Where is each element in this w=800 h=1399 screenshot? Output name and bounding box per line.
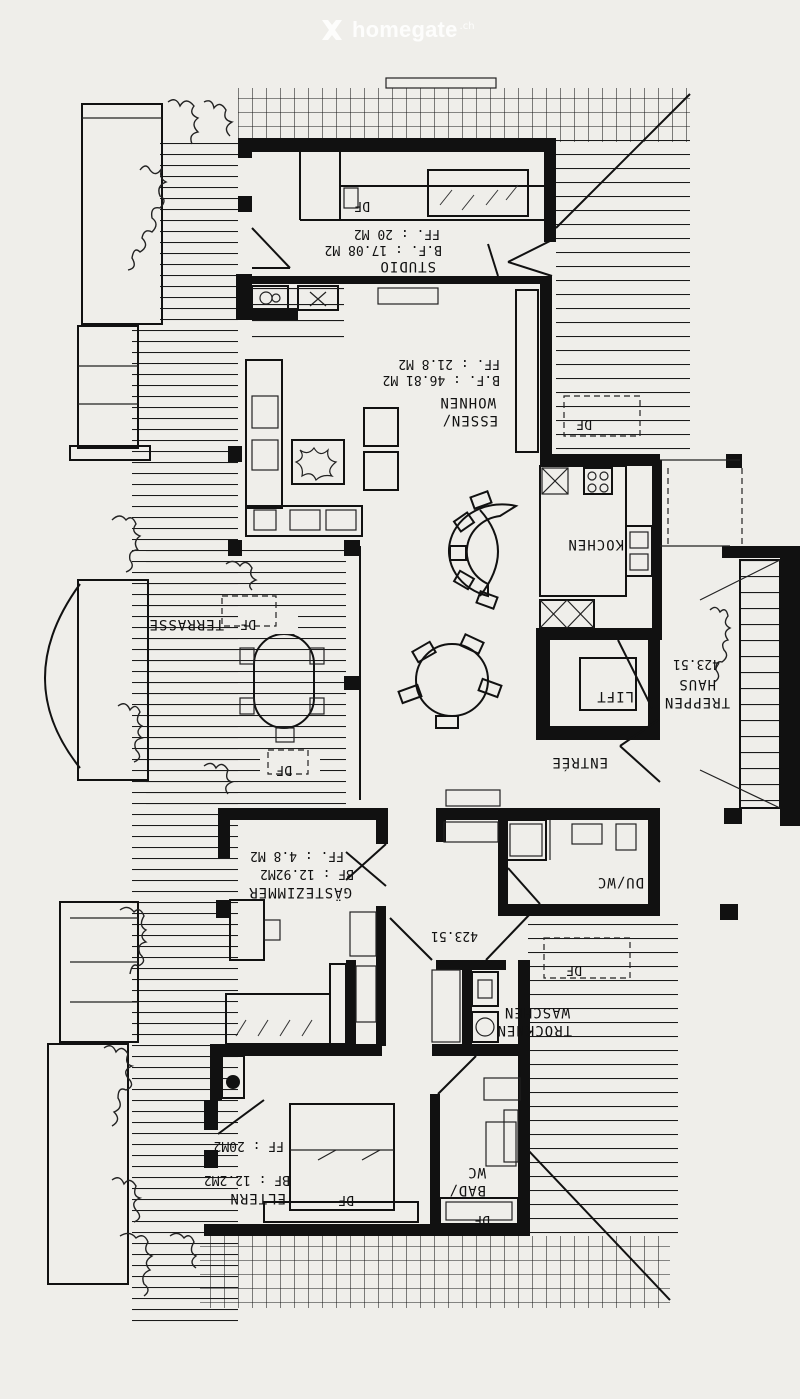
stairs-lift (579, 459, 781, 809)
label-wc: WC (467, 1164, 486, 1180)
balconies-left (44, 103, 163, 1285)
living-furniture (245, 284, 539, 537)
label-haus: HAUS (678, 676, 716, 692)
label-gaeste-bf: BF : 12.92M2 (260, 866, 354, 881)
watermark-suffix: .ch (459, 20, 475, 32)
label-essen-ff: FF. : 21.8 M2 (398, 356, 500, 371)
label-eltern-ff: FF : 20M2 (214, 1138, 284, 1153)
studio-furniture (343, 169, 529, 217)
label-essen-bf: B.F. : 46.81 M2 (383, 372, 500, 387)
label-roof-df: DF (576, 416, 592, 431)
label-essen: ESSEN/ (441, 412, 498, 428)
room-labels: STUDIO B.F. : 17.08 M2 FF. : 20 M2 DF ES… (149, 198, 730, 1227)
homegate-watermark: homegate .ch (318, 14, 475, 46)
roof-bottom (200, 920, 678, 1308)
roof-top (238, 77, 691, 460)
guest-furniture (225, 899, 461, 1045)
label-lift: LIFT (596, 688, 634, 704)
label-treppen: TREPPEN (664, 694, 730, 710)
label-wohnen: WOHNEN (439, 394, 496, 410)
terrace-table (238, 608, 325, 772)
label-terrasse: TERRASSE (149, 616, 224, 632)
label-flur-level: 423.51 (431, 928, 478, 943)
label-waschen: WASCHEN (504, 1004, 570, 1020)
label-terrasse-df-bottom: DF (276, 762, 292, 777)
label-stair-level: 423.51 (673, 656, 720, 671)
label-trocknen-df: DF (566, 962, 582, 977)
label-bad: BAD/ (448, 1182, 486, 1198)
label-terrasse-df-top: DF (240, 616, 256, 631)
label-studio-bf: B.F. : 17.08 M2 (325, 242, 442, 257)
walls (204, 138, 800, 1236)
cross-logo-icon (322, 20, 342, 40)
label-kochen: KOCHEN (567, 536, 624, 552)
skylights (221, 395, 641, 979)
wash-furniture (471, 971, 499, 1043)
label-studio-df: DF (354, 198, 370, 213)
kitchen-furniture (539, 465, 653, 629)
label-bad-df: DF (474, 1212, 490, 1227)
terrace-stripes (132, 140, 346, 1330)
label-gaeste-ff: FF. : 4.8 M2 (250, 848, 344, 863)
dining-tables (397, 490, 519, 729)
label-eltern: ELTERN (229, 1190, 286, 1206)
label-studio: STUDIO (379, 258, 436, 274)
eltern-furniture (221, 1055, 419, 1223)
interior-lines (217, 150, 661, 1135)
label-eltern-df: DF (338, 1192, 354, 1207)
watermark-brand: homegate (352, 17, 458, 42)
label-studio-ff: FF. : 20 M2 (354, 226, 440, 241)
bath-furniture (439, 1077, 521, 1225)
label-gaeste: GÄSTEZIMMER (248, 884, 352, 902)
entry-bath (443, 789, 637, 861)
label-eltern-bf: BF : 12.2M2 (204, 1172, 290, 1187)
plants (103, 99, 732, 1297)
label-entree: ENTRÉE (551, 754, 608, 771)
label-duwc: DU/WC (597, 874, 644, 890)
label-trocknen: TROCKNEN (497, 1022, 572, 1038)
